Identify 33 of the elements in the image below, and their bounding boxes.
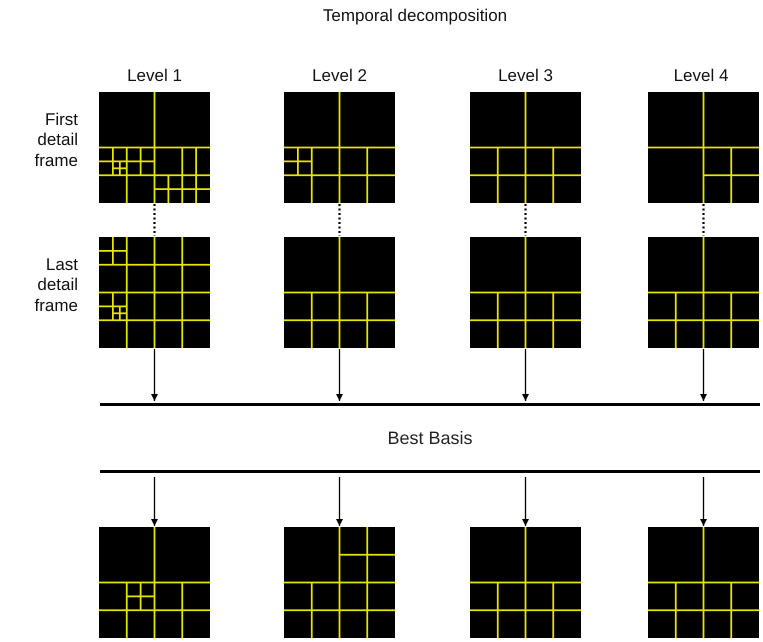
grid-frame bbox=[99, 92, 210, 203]
band bbox=[100, 403, 760, 473]
grid-frame bbox=[284, 527, 395, 638]
grid-frame bbox=[284, 92, 395, 203]
arrow bbox=[522, 349, 529, 401]
level-label: Level 3 bbox=[497, 66, 554, 86]
grid-frame bbox=[470, 527, 581, 638]
row-label: First detail frame bbox=[34, 110, 78, 172]
level-label: Level 1 bbox=[126, 66, 183, 86]
dotted-connector bbox=[702, 204, 705, 236]
arrow bbox=[522, 477, 529, 526]
band-label: Best Basis bbox=[387, 428, 473, 448]
arrow bbox=[336, 477, 343, 526]
dotted-connector bbox=[153, 204, 156, 236]
dotted-connector bbox=[338, 204, 341, 236]
dotted-connector bbox=[524, 204, 527, 236]
arrow bbox=[700, 477, 707, 526]
grid-frame bbox=[284, 237, 395, 348]
grid-frame bbox=[648, 92, 759, 203]
level-label: Level 2 bbox=[311, 66, 368, 86]
grid-frame bbox=[470, 237, 581, 348]
grid-frame bbox=[470, 92, 581, 203]
grid-frame bbox=[99, 527, 210, 638]
grid-frame bbox=[648, 237, 759, 348]
arrow bbox=[336, 349, 343, 401]
arrow bbox=[151, 349, 158, 401]
grid-frame bbox=[99, 237, 210, 348]
grid-frame bbox=[648, 527, 759, 638]
arrow bbox=[151, 477, 158, 526]
arrow bbox=[700, 349, 707, 401]
level-label: Level 4 bbox=[672, 66, 730, 86]
row-label: Last detail frame bbox=[34, 255, 78, 316]
diagram-title: Temporal decomposition bbox=[322, 6, 508, 26]
